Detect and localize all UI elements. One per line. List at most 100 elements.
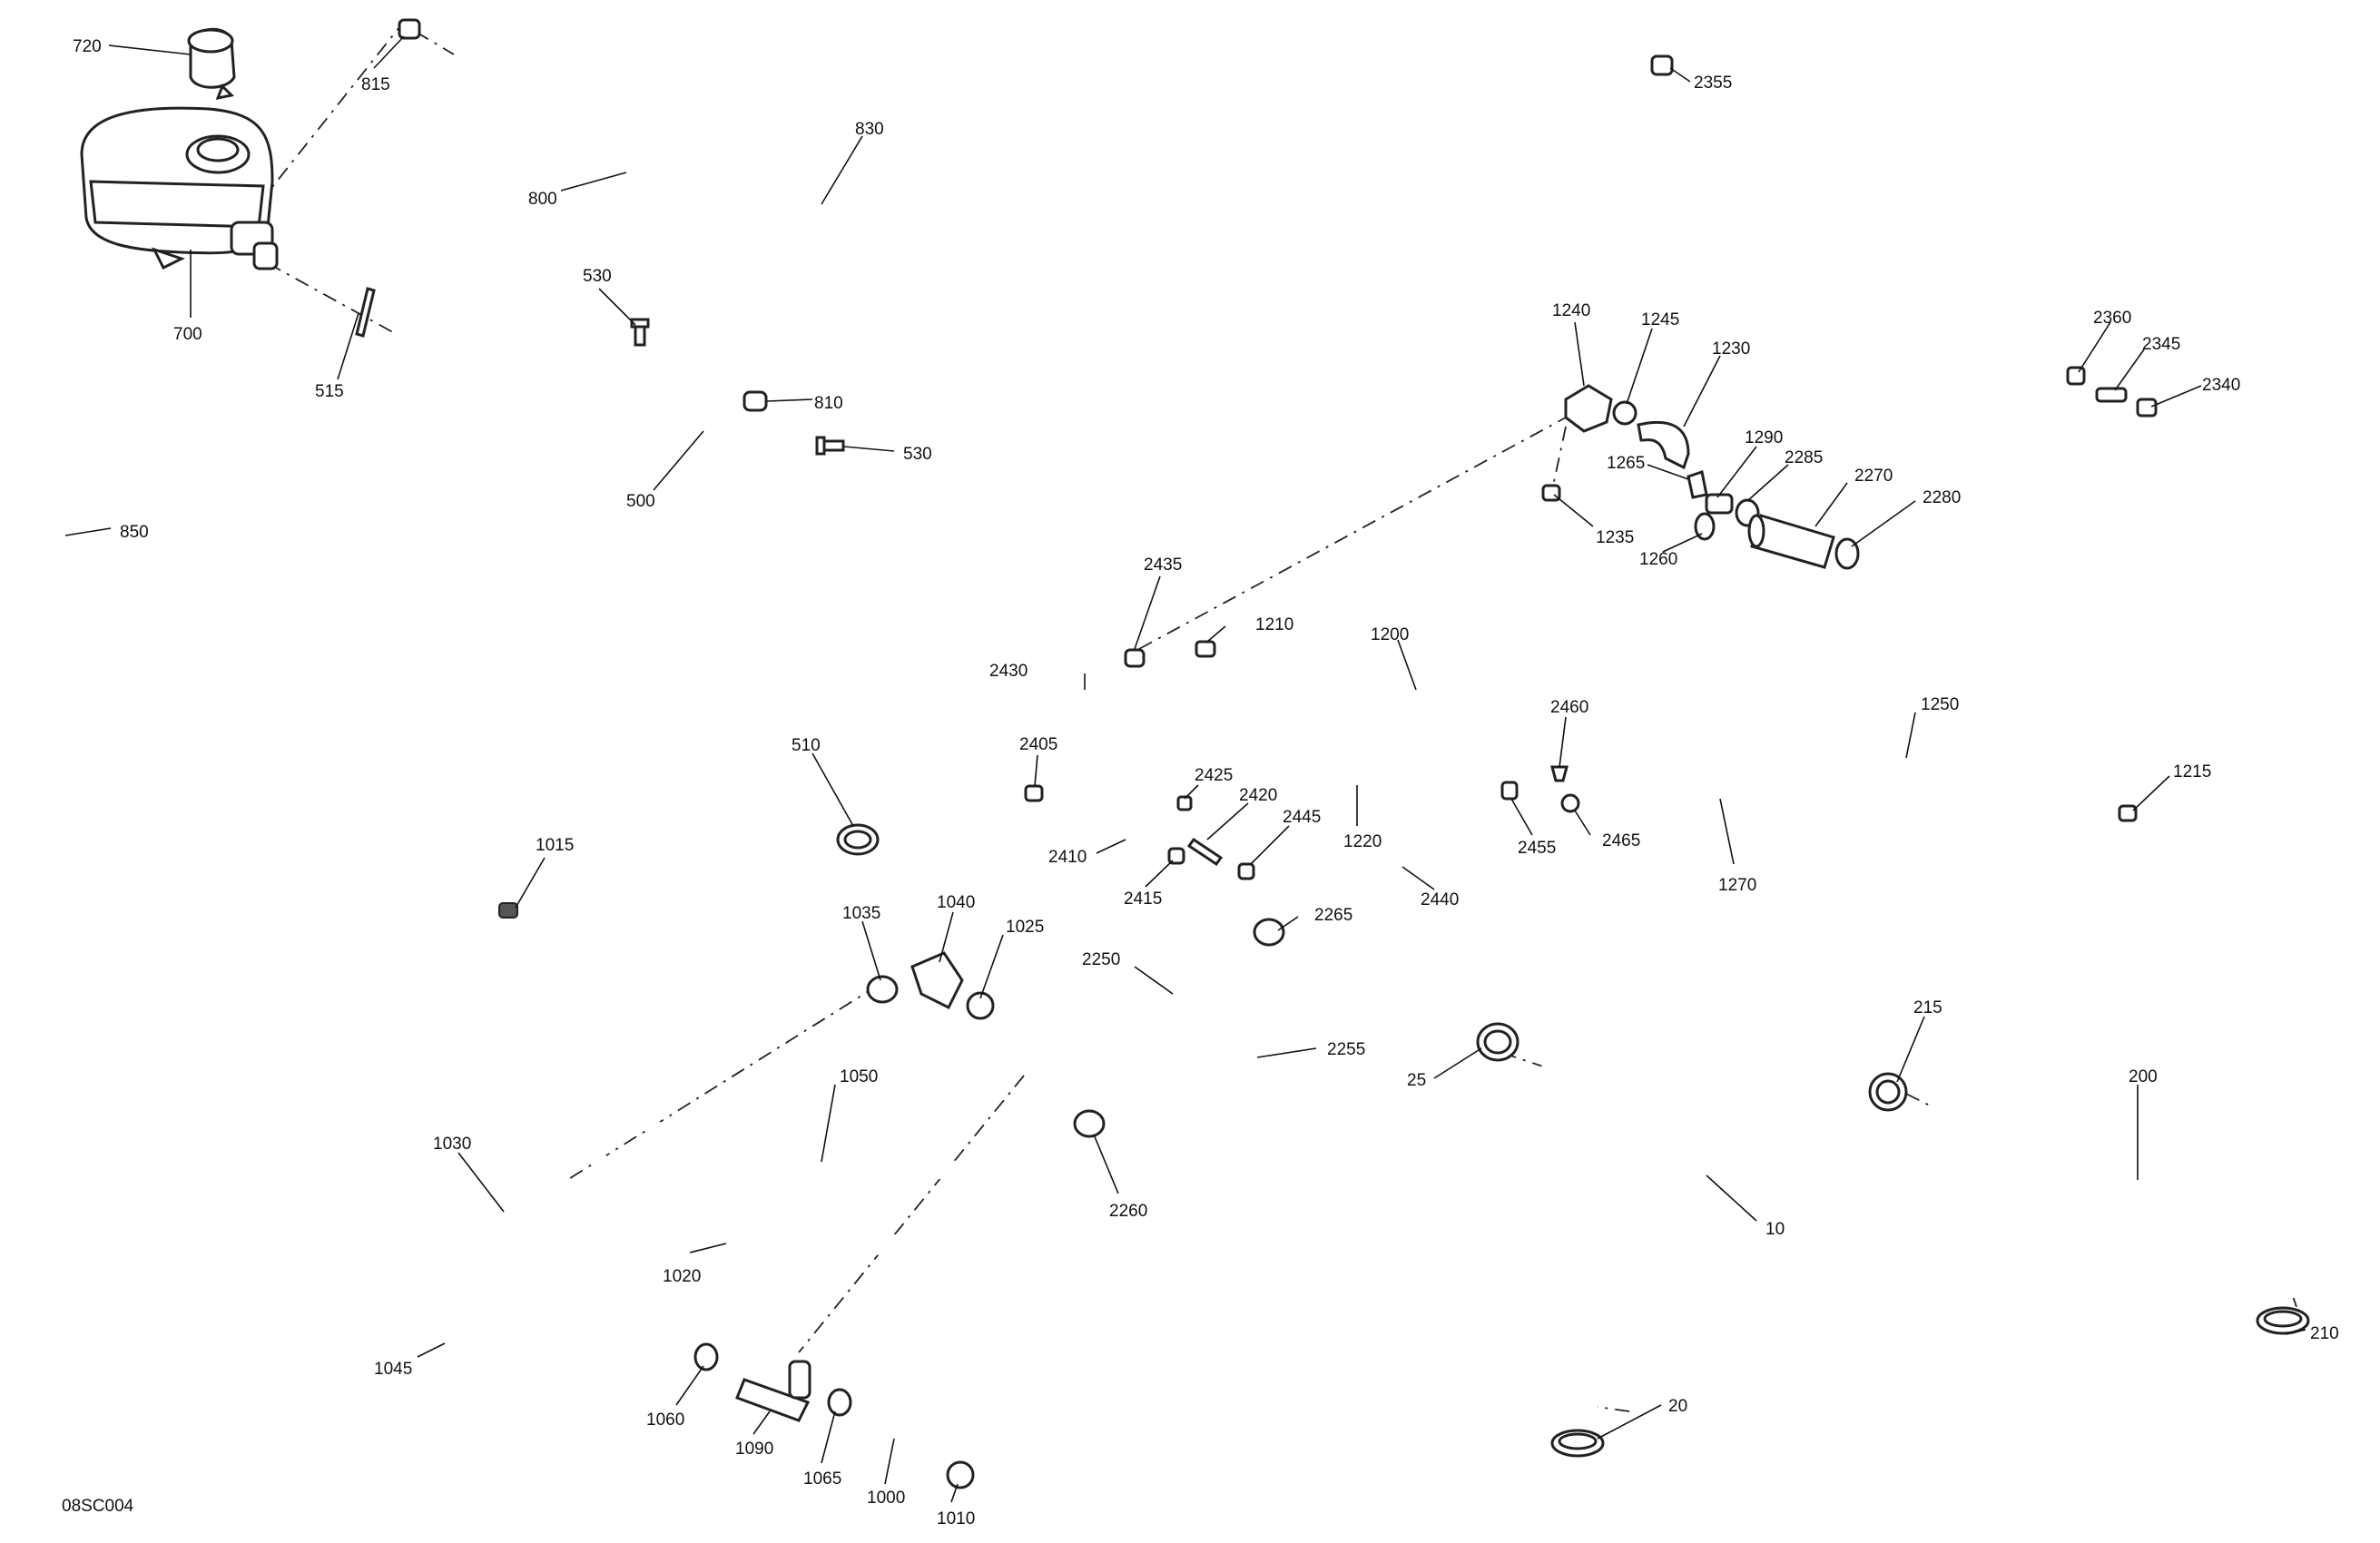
- hose-1000: [863, 1417, 943, 1474]
- part-label: 2255: [1327, 1040, 1365, 1059]
- part-label: 2405: [1019, 735, 1057, 754]
- part-label: 2430: [989, 662, 1028, 681]
- hose-1030: [470, 1190, 644, 1351]
- hoses: [44, 26, 2325, 1474]
- hose-1200: [1200, 487, 1559, 733]
- part-label: 2420: [1239, 786, 1277, 805]
- clamp-1065: [827, 1388, 852, 1417]
- part-label: 815: [361, 75, 390, 94]
- fitting-2460: [1550, 765, 1569, 782]
- part-label: 1265: [1607, 454, 1645, 473]
- part-label: 1235: [1596, 528, 1634, 547]
- hose-200: [1924, 1107, 2325, 1298]
- bracket-1240: [1564, 384, 1613, 433]
- fitting-2340: [2136, 398, 2158, 418]
- part-label: 1040: [937, 893, 975, 912]
- clamp-810: [743, 390, 768, 412]
- fitting-1090: [735, 1360, 811, 1422]
- part-label: 200: [2129, 1067, 2158, 1086]
- part-label: 2260: [1109, 1202, 1147, 1221]
- clamp-1245: [1612, 400, 1637, 426]
- clamp-815: [398, 18, 421, 40]
- part-label: 1260: [1639, 550, 1677, 569]
- part-label: 1210: [1255, 615, 1293, 634]
- part-label: 2360: [2093, 309, 2131, 328]
- clamp-25: [1476, 1022, 1519, 1062]
- clamp-1060: [693, 1342, 719, 1371]
- hose-2410: [1057, 792, 1171, 853]
- clamp-1215: [2118, 804, 2138, 822]
- leader-lines: [64, 35, 2306, 1503]
- hose-830: [533, 26, 896, 323]
- fitting-2360: [2066, 366, 2086, 386]
- fitting-1015: [498, 902, 518, 919]
- fitting-2415: [1167, 847, 1185, 865]
- part-label: 1015: [536, 836, 574, 855]
- part-label: 1060: [646, 1410, 684, 1430]
- hose-1220: [1259, 583, 1550, 790]
- bolt-530-b: [815, 436, 845, 456]
- part-label: 2445: [1283, 808, 1321, 827]
- clamp-215: [1868, 1072, 1908, 1112]
- part-label: 2355: [1694, 74, 1732, 93]
- part-label: 2460: [1550, 698, 1588, 717]
- fitting-1260: [1694, 512, 1716, 541]
- part-label: 2440: [1421, 890, 1459, 909]
- part-label: 25: [1407, 1071, 1426, 1090]
- fitting-2405: [1024, 784, 1044, 802]
- part-label: 2340: [2202, 376, 2240, 395]
- part-label: 1240: [1552, 301, 1590, 320]
- diagram-code: 08SC004: [62, 1497, 134, 1516]
- part-label: 1025: [1006, 918, 1044, 937]
- part-label: 10: [1765, 1220, 1785, 1239]
- fitting-2420: [1186, 837, 1224, 867]
- part-label: 210: [2310, 1324, 2339, 1343]
- clamp-20: [1550, 1429, 1605, 1458]
- hose-800: [454, 47, 813, 407]
- fitting-1290: [1705, 493, 1734, 515]
- fitting-2345: [2095, 387, 2128, 403]
- part-label: 2435: [1144, 555, 1182, 575]
- clamp-1025: [966, 991, 995, 1020]
- part-labels: 720 815 830 800 700 530 515 810 530 500 …: [73, 37, 2339, 1528]
- sleeve-2270: [1747, 514, 1835, 569]
- clamp-2435: [1124, 648, 1146, 668]
- part-label: 530: [903, 445, 932, 464]
- part-label: 510: [792, 736, 821, 755]
- part-label: 20: [1668, 1397, 1687, 1416]
- elbow-1230: [1637, 420, 1690, 470]
- part-label: 1200: [1371, 625, 1409, 644]
- part-label: 1245: [1641, 310, 1679, 329]
- part-label: 1090: [735, 1440, 773, 1459]
- expansion-tank: [80, 106, 279, 270]
- plug-1210: [1195, 640, 1216, 658]
- part-label: 2465: [1602, 831, 1640, 850]
- part-label: 1250: [1921, 695, 1959, 714]
- hose-850: [44, 229, 93, 620]
- part-label: 720: [73, 37, 102, 56]
- part-label: 1020: [663, 1267, 701, 1286]
- fitting-2465: [1560, 793, 1580, 813]
- part-label: 1030: [433, 1135, 471, 1154]
- part-label: 1270: [1718, 876, 1756, 895]
- hose-2440: [1262, 799, 1493, 881]
- part-label: 700: [173, 325, 202, 344]
- part-label: 1215: [2173, 762, 2211, 781]
- part-label: 2415: [1124, 889, 1162, 909]
- part-label: 1000: [867, 1489, 905, 1508]
- fitting-2425: [1176, 795, 1193, 811]
- fitting-1265: [1687, 470, 1708, 499]
- part-label: 2280: [1923, 488, 1961, 507]
- hose-1050: [528, 937, 1067, 1187]
- part-label: 515: [315, 382, 344, 401]
- part-label: 810: [814, 394, 843, 413]
- clamp-2355: [1650, 54, 1674, 76]
- part-label: 1010: [937, 1509, 975, 1528]
- part-label: 1220: [1343, 832, 1382, 851]
- part-label: 2250: [1082, 950, 1120, 969]
- part-label: 215: [1913, 998, 1942, 1017]
- hose-2355: [1647, 91, 2041, 370]
- part-label: 800: [528, 190, 557, 209]
- hose-1045: [390, 1263, 562, 1383]
- part-label: 1065: [803, 1469, 841, 1489]
